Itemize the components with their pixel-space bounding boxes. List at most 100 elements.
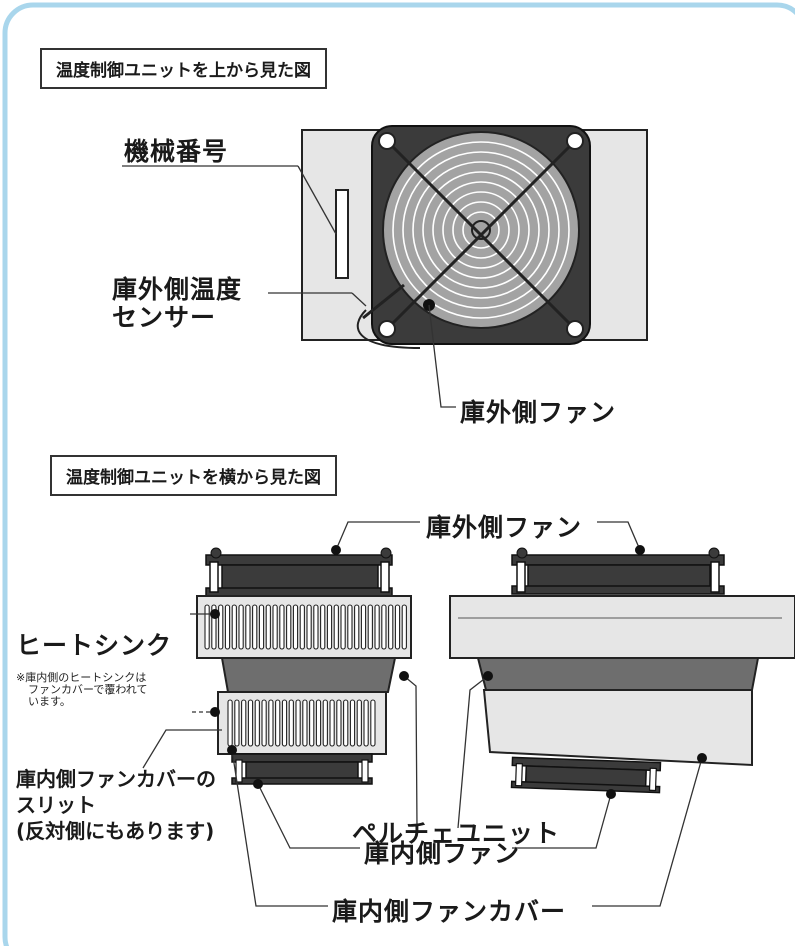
left-inner-fan-post-r	[361, 759, 369, 783]
label-inner-cover-slit: 庫内側ファンカバーの スリット (反対側にもあります)	[16, 766, 216, 844]
left-outer-fan-post-l	[209, 561, 219, 593]
label-slit-line3: (反対側にもあります)	[16, 819, 215, 843]
left-inner-cover-slits	[227, 699, 376, 747]
label-outer-fan-top: 庫外側ファン	[460, 398, 617, 427]
left-inner-fan-post-l	[235, 759, 243, 783]
label-outer-sensor-line1: 庫外側温度	[112, 275, 243, 304]
cover-slit	[329, 699, 335, 747]
label-heatsink: ヒートシンク	[16, 631, 173, 660]
side-leader-dots	[210, 545, 707, 799]
cover-slit	[295, 699, 301, 747]
cover-slit	[356, 699, 362, 747]
heatsink-note-line3: います。	[28, 695, 71, 708]
cover-slit	[234, 699, 240, 747]
heatsink-fin	[313, 604, 319, 650]
cover-slit	[322, 699, 328, 747]
cover-slit	[254, 699, 260, 747]
leader-fan	[428, 304, 456, 408]
heatsink-note-line2: ファンカバーで覆われて	[28, 683, 148, 696]
heatsink-note: ※庫内側のヒートシンクは ファンカバーで覆われて います。	[16, 672, 206, 708]
sensor-wire	[356, 309, 421, 349]
heatsink-fin	[292, 604, 299, 650]
serial-plate	[335, 189, 349, 279]
heatsink-fin	[265, 604, 271, 650]
side-view-left	[196, 547, 412, 785]
label-outer-fan-side: 庫外側ファン	[426, 513, 583, 542]
side-leaders	[142, 521, 703, 907]
left-outer-fan-body	[221, 564, 379, 592]
label-slit-line1: 庫内側ファンカバーの	[16, 767, 216, 791]
cover-slit	[309, 699, 315, 747]
cover-slit	[349, 699, 356, 747]
heatsink-note-line1: ※庫内側のヒートシンクは	[16, 671, 147, 684]
fan-screw-holes	[378, 132, 584, 338]
cover-slit	[302, 699, 308, 747]
heatsink-fin	[286, 604, 292, 650]
label-inner-fan: 庫内側ファン	[364, 839, 521, 868]
cover-slit	[343, 699, 349, 747]
heatsink-fin	[340, 604, 346, 650]
heatsink-fin	[258, 604, 265, 650]
heatsink-fin	[238, 604, 244, 650]
right-screw-b	[708, 547, 720, 559]
heatsink-fin	[354, 604, 360, 650]
right-screw-a	[516, 547, 528, 559]
left-outer-fan-post-r	[380, 561, 390, 593]
top-view-title: 温度制御ユニットを上から見た図	[40, 48, 327, 89]
heatsink-fin	[367, 604, 373, 650]
right-outer-fan-bottom-bar	[511, 585, 725, 595]
left-inner-fan-top-bar	[231, 753, 373, 763]
leader-serial-diag	[297, 165, 337, 235]
left-screw-b	[380, 547, 392, 559]
heatsink-fin	[374, 604, 380, 650]
heatsink-fin	[272, 604, 278, 650]
top-fan-hub	[471, 220, 491, 240]
label-outer-sensor: 庫外側温度 センサー	[112, 276, 242, 332]
heatsink-fin	[388, 604, 394, 650]
left-inner-fan-bottom-bar	[231, 777, 373, 785]
heatsink-fin	[347, 604, 353, 650]
left-screw-a	[210, 547, 222, 559]
left-peltier-block	[220, 657, 397, 693]
cover-slit	[268, 699, 274, 747]
label-serial-number: 機械番号	[124, 137, 229, 166]
left-outer-fan-top-bar	[205, 554, 393, 566]
heatsink-fin	[360, 604, 367, 650]
cover-slit	[275, 699, 281, 747]
cover-slit	[261, 699, 267, 747]
cover-slit	[315, 699, 322, 747]
label-slit-line2: スリット	[16, 793, 96, 817]
cover-slit	[241, 699, 247, 747]
heatsink-fin	[245, 604, 251, 650]
right-outer-fan-post-l	[516, 561, 526, 593]
side-view-title: 温度制御ユニットを横から見た図	[50, 455, 337, 496]
heatsink-fin	[320, 604, 326, 650]
cover-slit	[281, 699, 288, 747]
heatsink-fin	[279, 604, 285, 650]
cover-slit	[363, 699, 369, 747]
cover-slit	[247, 699, 254, 747]
fan-guard-diagonal-2	[385, 139, 577, 331]
heatsink-fin	[333, 604, 339, 650]
right-outer-heatsink	[449, 595, 795, 659]
cover-slit	[370, 699, 376, 747]
heatsink-fin	[381, 604, 387, 650]
leader-sensor-diag	[351, 292, 367, 307]
heatsink-fin	[299, 604, 305, 650]
heatsink-fin	[204, 604, 210, 650]
right-peltier-block	[476, 657, 760, 691]
top-fan-rings	[392, 141, 570, 319]
sensor-probe	[362, 283, 405, 320]
heatsink-fin	[401, 604, 407, 650]
heatsink-fin	[326, 604, 333, 650]
left-outer-fan-bottom-bar	[205, 587, 393, 597]
top-view-unit	[122, 125, 648, 408]
right-outer-fan-top-bar	[511, 554, 725, 566]
right-inner-fan	[510, 756, 662, 794]
label-outer-sensor-line2: センサー	[112, 303, 217, 332]
heatsink-fin	[231, 604, 237, 650]
right-inner-fan-cover	[482, 689, 753, 767]
